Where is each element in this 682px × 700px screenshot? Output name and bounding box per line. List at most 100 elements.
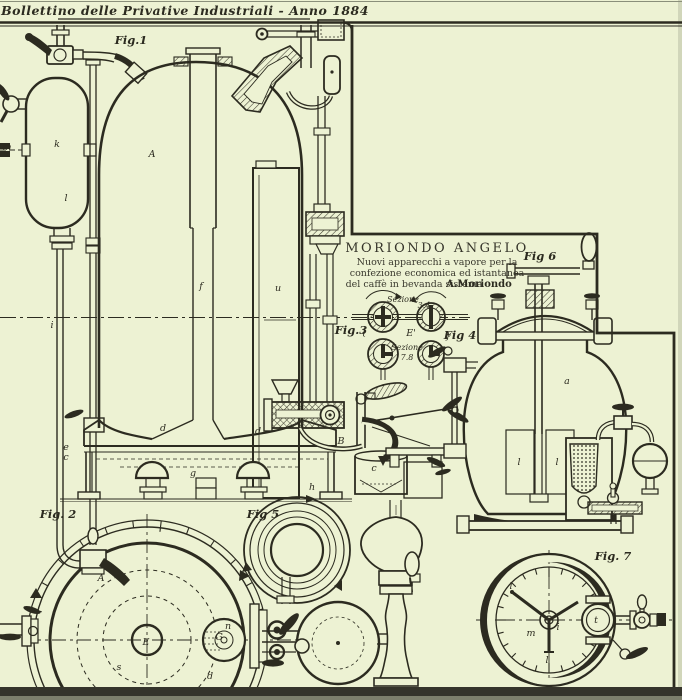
pulley <box>255 27 269 41</box>
fig7-lid-top-view <box>480 552 666 688</box>
part-label: E' <box>405 328 416 339</box>
bottom-bar <box>0 687 682 696</box>
side-valve <box>614 594 666 630</box>
crown-flange <box>217 56 233 67</box>
part-label: f <box>198 281 204 292</box>
part-label: c <box>63 452 69 463</box>
part-label: a <box>564 376 570 387</box>
part-label: { <box>361 327 367 338</box>
wooden-handle <box>364 382 408 400</box>
title-line-1: Nuovi apparecchi a vapore per la <box>357 257 518 268</box>
part-label: n <box>225 621 231 632</box>
vessel-body <box>462 340 628 516</box>
fig1-dispenser-tap <box>263 379 469 499</box>
part-label: 7.8 <box>401 353 414 362</box>
tank-top-valve <box>25 33 84 65</box>
part-label: d <box>207 671 213 682</box>
nozzle-flange <box>124 61 148 85</box>
part-label: A <box>148 149 156 160</box>
part-label: k <box>54 139 60 150</box>
tank-side-tap <box>0 83 26 123</box>
part-label: m <box>2 142 11 153</box>
paddle-blade <box>505 429 535 495</box>
tap-lever <box>0 633 21 641</box>
part-label: E <box>142 637 150 648</box>
clamp-bracket <box>593 317 613 345</box>
part-label: G <box>215 632 223 643</box>
valve-section <box>367 338 399 370</box>
filter-cup <box>354 450 408 495</box>
title-line-3: del caffè in bevanda sistema <box>346 279 483 290</box>
lid-wing-bolt <box>490 293 506 320</box>
fig1-steam-valve-cluster <box>230 19 353 212</box>
figure-label: Fig.3 <box>334 323 368 337</box>
plate-header: Bollettino delle Privative Industriali -… <box>0 3 369 18</box>
part-label: l <box>517 457 520 468</box>
hub-spokes <box>510 590 579 653</box>
stepped-frame <box>350 25 676 688</box>
tank-body <box>24 76 90 230</box>
lid-dome <box>496 315 594 333</box>
burner-cap <box>235 460 271 500</box>
wing-nut <box>23 606 41 614</box>
junction-box <box>317 19 345 41</box>
fig2-left-fitting <box>0 606 41 647</box>
fig5-vessel-side-view <box>262 500 423 687</box>
part-label: 3.4 <box>418 301 431 310</box>
part-label: l <box>509 581 512 592</box>
title-line-2: confezione economica ed istantanea <box>350 268 525 279</box>
mesh-basket <box>569 443 599 494</box>
vessel-tap <box>262 613 310 667</box>
fig6-portable-vessel <box>426 232 669 534</box>
figure-label: Fig 4 <box>443 328 477 342</box>
fig2-boiler-top-view <box>0 519 287 700</box>
crown-flange <box>173 56 189 67</box>
fig1-boiler <box>60 47 352 502</box>
fig1-wall-valve <box>305 203 345 402</box>
tap-with-wooden-handle <box>355 382 408 448</box>
title-line-3-bold: A.Moriondo <box>445 279 512 290</box>
part-label: u <box>275 283 281 294</box>
part-label: d <box>255 426 261 437</box>
burner-cap <box>134 460 170 500</box>
sight-glass <box>426 346 478 476</box>
figure-label: Fig 6 <box>523 249 557 263</box>
clamp-bracket <box>477 317 497 345</box>
rotation-arrow <box>334 580 342 591</box>
part-label: c <box>371 463 377 474</box>
part-label: g <box>190 468 196 479</box>
part-label: Sezione <box>387 295 419 304</box>
valve-lever <box>27 34 52 56</box>
part-label: h <box>309 482 315 493</box>
scan-edge-right <box>678 0 682 700</box>
fig1-feed-tank <box>0 25 148 586</box>
part-label: l <box>545 655 548 666</box>
part-label: s <box>117 662 122 673</box>
part-label: A <box>97 573 105 584</box>
plate-border <box>0 18 682 700</box>
tap-wing-handle <box>612 403 634 411</box>
drain-cock <box>79 527 130 586</box>
part-label: l <box>64 193 67 204</box>
fig2-rim-ticks <box>30 520 264 613</box>
rotation-arrow <box>30 588 42 598</box>
part-label: l <box>555 457 558 468</box>
rotation-arrow <box>239 570 250 581</box>
rotation-arrow <box>242 562 252 572</box>
part-label: e <box>63 442 69 453</box>
part-label: Sezione <box>391 343 423 352</box>
stuffing-gland <box>525 289 555 309</box>
cock-lever <box>99 558 130 586</box>
part-label: B <box>337 436 345 447</box>
lower-wing-cock <box>612 639 648 660</box>
figure-label: Fig 5 <box>246 507 280 521</box>
valve-section <box>367 301 399 333</box>
part-label: m <box>526 628 535 639</box>
gauge-cylinder <box>323 55 341 95</box>
fig2-gauge-circle <box>201 617 247 663</box>
part-label: } <box>445 331 451 342</box>
